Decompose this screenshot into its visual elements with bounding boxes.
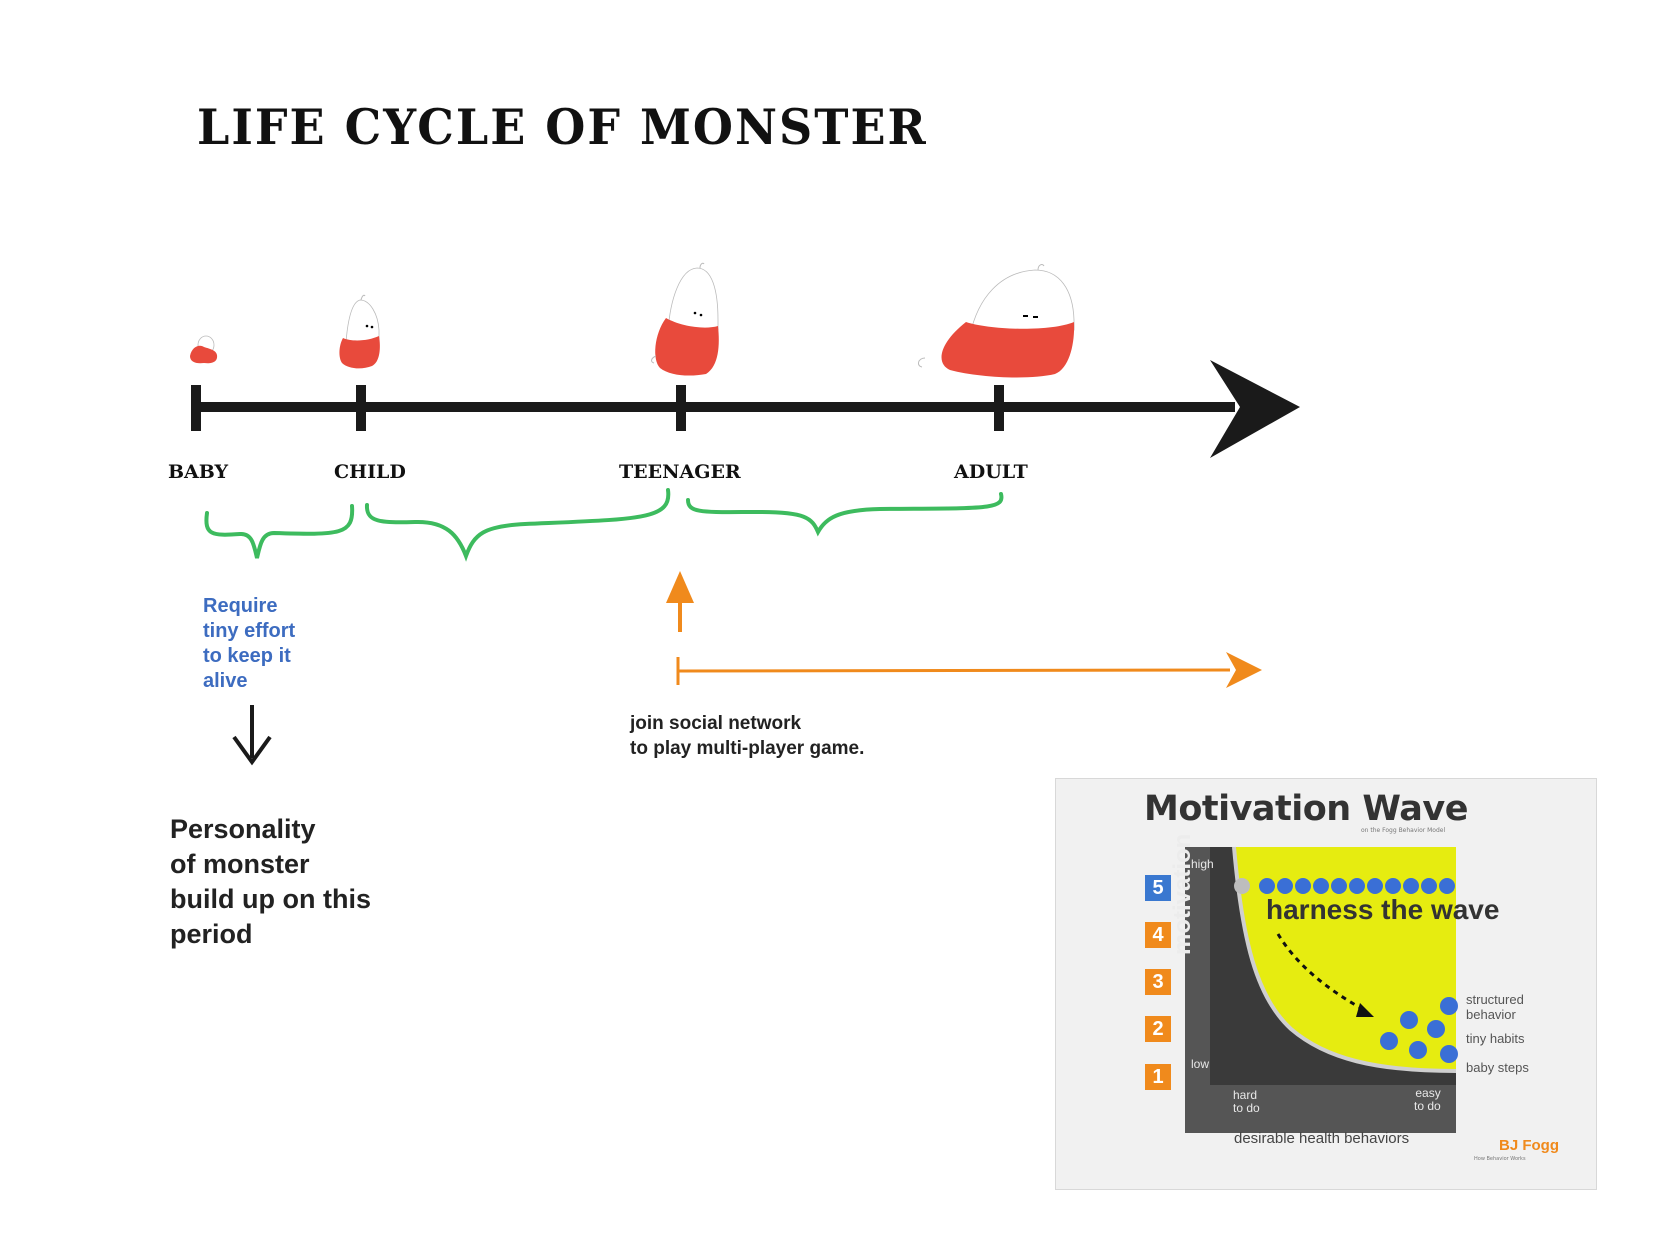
- tick-child: [356, 385, 366, 431]
- tick-baby: [191, 385, 201, 431]
- mw-level-1: 1: [1145, 1064, 1171, 1090]
- personality-note: Personality of monster build up on this …: [170, 814, 371, 949]
- stage-label-child: CHILD: [334, 461, 406, 483]
- mw-x-label: desirable health behaviors: [1234, 1130, 1410, 1147]
- period-braces: [204, 488, 1004, 562]
- mw-level-2: 2: [1145, 1016, 1171, 1042]
- mw-author-sub: How Behavior Works: [1474, 1156, 1526, 1162]
- social-arrows: [666, 571, 1262, 688]
- mw-level-4: 4: [1145, 922, 1171, 948]
- mw-dots-top: [1259, 878, 1455, 894]
- mw-headline: harness the wave: [1266, 894, 1500, 925]
- stage-label-teenager: TEENAGER: [619, 461, 741, 483]
- mw-side-tiny: tiny habits: [1466, 1031, 1525, 1046]
- tick-teenager: [676, 385, 686, 431]
- mw-author: BJ Fogg: [1499, 1137, 1559, 1154]
- stage-label-adult: ADULT: [954, 461, 1028, 483]
- mw-y-label: motivation: [1169, 833, 1196, 955]
- mw-level-3: 3: [1145, 969, 1171, 995]
- mw-level-5: 5: [1145, 875, 1171, 901]
- brace-child-teenager: [364, 488, 671, 562]
- brace-teenager-adult: [686, 492, 1004, 537]
- monster-baby: [190, 335, 218, 364]
- mw-subtitle: on the Fogg Behavior Model: [1361, 827, 1446, 834]
- brace-baby-child: [204, 504, 355, 559]
- mw-y-high: high: [1191, 857, 1214, 871]
- page-title: LIFE CYCLE OF MONSTER: [197, 98, 928, 156]
- mw-side-baby: baby steps: [1466, 1060, 1529, 1075]
- mw-x-right: easy to do: [1414, 1086, 1441, 1113]
- mw-x-left: hard to do: [1233, 1088, 1260, 1115]
- mw-graph: [1185, 846, 1458, 1133]
- monster-adult: [917, 264, 1075, 378]
- timeline-axis: [191, 360, 1300, 458]
- tick-adult: [994, 385, 1004, 431]
- social-note: join social network to play multi-player…: [630, 713, 865, 759]
- down-arrow: [232, 705, 272, 766]
- monster-child: [339, 294, 380, 369]
- motivation-wave-image: Motivation Wave on the Fogg Behavior Mod…: [1055, 778, 1597, 1190]
- mw-dots-bottom: [1380, 997, 1458, 1063]
- mw-side-structured: structured behavior: [1466, 992, 1524, 1022]
- effort-note: Require tiny effort to keep it alive: [203, 595, 296, 692]
- mw-title: Motivation Wave: [1144, 789, 1468, 829]
- mw-y-low: low: [1191, 1057, 1210, 1071]
- monster-teenager: [651, 262, 719, 376]
- stage-label-baby: BABY: [168, 461, 229, 483]
